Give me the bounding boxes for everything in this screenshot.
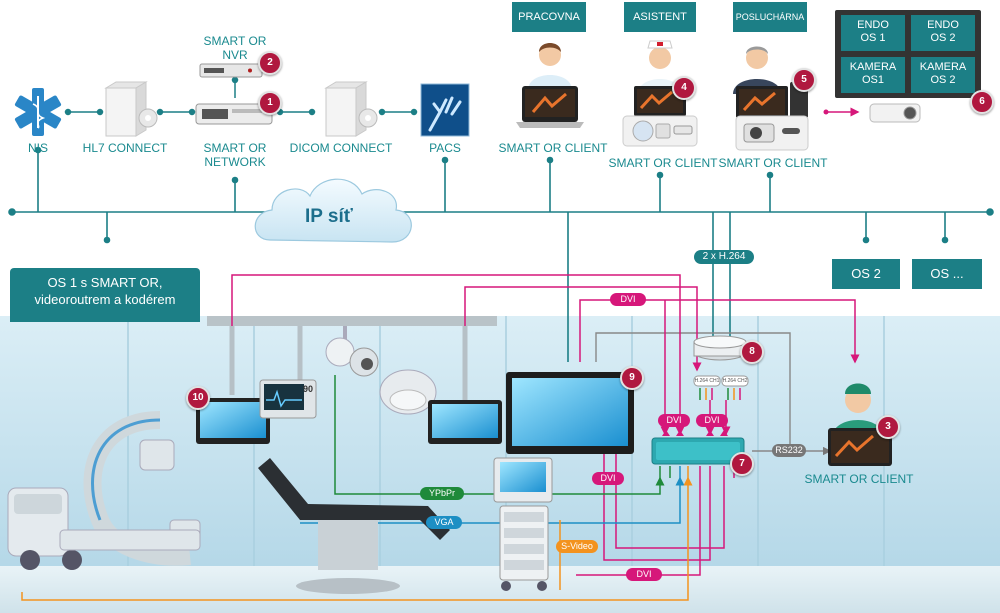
header-poslucharna: POSLUCHÁRNA <box>733 2 807 32</box>
badge-4: 4 <box>672 76 696 100</box>
video-wall-cell-endo-os2: ENDO OS 2 <box>911 15 975 51</box>
vital-signs-monitor <box>259 379 317 419</box>
encoder-8 <box>693 335 749 400</box>
vga-pill: VGA <box>426 516 462 529</box>
or-surgeon-client-3 <box>828 383 892 466</box>
badge-8: 8 <box>740 340 764 364</box>
dvi-router-pill-a: DVI <box>658 414 690 427</box>
badge-3: 3 <box>876 415 900 439</box>
c-arm-device <box>7 411 201 570</box>
or-monitor-pendant <box>428 400 502 444</box>
surgical-light-left <box>325 326 379 377</box>
projector-icon <box>823 103 921 123</box>
badge-10: 10 <box>186 386 210 410</box>
poslucharna-presenter-icon <box>733 46 809 151</box>
dicom-connect-label: DICOM CONNECT <box>289 141 393 155</box>
pracovna-doctor-icon <box>516 43 584 128</box>
client-label-or: SMART OR CLIENT <box>804 472 914 486</box>
ceiling-pendants <box>229 326 468 400</box>
dicom-connect-icon <box>324 81 378 137</box>
badge-1: 1 <box>258 91 282 115</box>
ip-network-bus <box>8 146 994 362</box>
badge-7: 7 <box>730 452 754 476</box>
nvr-server-icon <box>199 63 263 78</box>
vital-monitor-readout: 90 <box>303 384 314 394</box>
hl7-connect-icon <box>104 81 158 137</box>
video-wall-cell-endo-os1: ENDO OS 1 <box>841 15 905 51</box>
nis-icon <box>14 88 62 136</box>
ypbpr-pill: YPbPr <box>420 487 464 500</box>
pacs-xray-icon <box>420 83 470 137</box>
dvi-top-pill: DVI <box>610 293 646 306</box>
rs232-pill: RS232 <box>772 444 806 457</box>
badge-5: 5 <box>792 68 816 92</box>
ip-network-label: IP síť <box>305 206 353 227</box>
h264-label: 2 x H.264 <box>694 250 754 264</box>
nis-label: NIS <box>27 141 48 155</box>
badge-6: 6 <box>970 90 994 114</box>
header-asistent: ASISTENT <box>624 2 696 32</box>
encoder-port-ch2: H.264 CH2 <box>722 378 748 384</box>
video-router-7 <box>651 430 745 478</box>
dvi-bottom-pill: DVI <box>626 568 662 581</box>
endoscopy-tower <box>493 457 553 591</box>
os-more-box: OS ... <box>912 259 982 289</box>
smart-nvr-label: SMART OR NVR <box>203 34 267 62</box>
client-label-pracovna: SMART OR CLIENT <box>498 141 608 155</box>
video-wall-cell-kamera-os2: KAMERA OS 2 <box>911 57 975 93</box>
encoder-port-ch1: H.264 CH1 <box>694 378 720 384</box>
network-server-icon <box>195 103 273 125</box>
client-label-poslucharna: SMART OR CLIENT <box>718 156 828 170</box>
surgical-light-right <box>379 369 437 415</box>
video-wall-cell-kamera-os1: KAMERA OS1 <box>841 57 905 93</box>
pacs-label: PACS <box>429 141 461 155</box>
svideo-pill: S-Video <box>556 540 598 553</box>
os2-box: OS 2 <box>832 259 900 289</box>
ip-cloud <box>254 178 412 243</box>
header-pracovna: PRACOVNA <box>512 2 586 32</box>
smart-network-label: SMART OR NETWORK <box>203 141 267 169</box>
dvi-router-pill-b: DVI <box>696 414 728 427</box>
badge-2: 2 <box>258 51 282 75</box>
badge-9: 9 <box>620 366 644 390</box>
hl7-connect-label: HL7 CONNECT <box>82 141 168 155</box>
room-title: OS 1 s SMART OR, videoroutrem a kodérem <box>10 268 200 322</box>
or-monitor-10 <box>196 398 270 444</box>
large-or-display-9 <box>506 372 634 454</box>
dvi-display-pill: DVI <box>592 472 624 485</box>
client-label-asistent: SMART OR CLIENT <box>608 156 718 170</box>
operating-table <box>258 458 450 594</box>
video-wall: ENDO OS 1 ENDO OS 2 KAMERA OS1 KAMERA OS… <box>835 10 981 98</box>
